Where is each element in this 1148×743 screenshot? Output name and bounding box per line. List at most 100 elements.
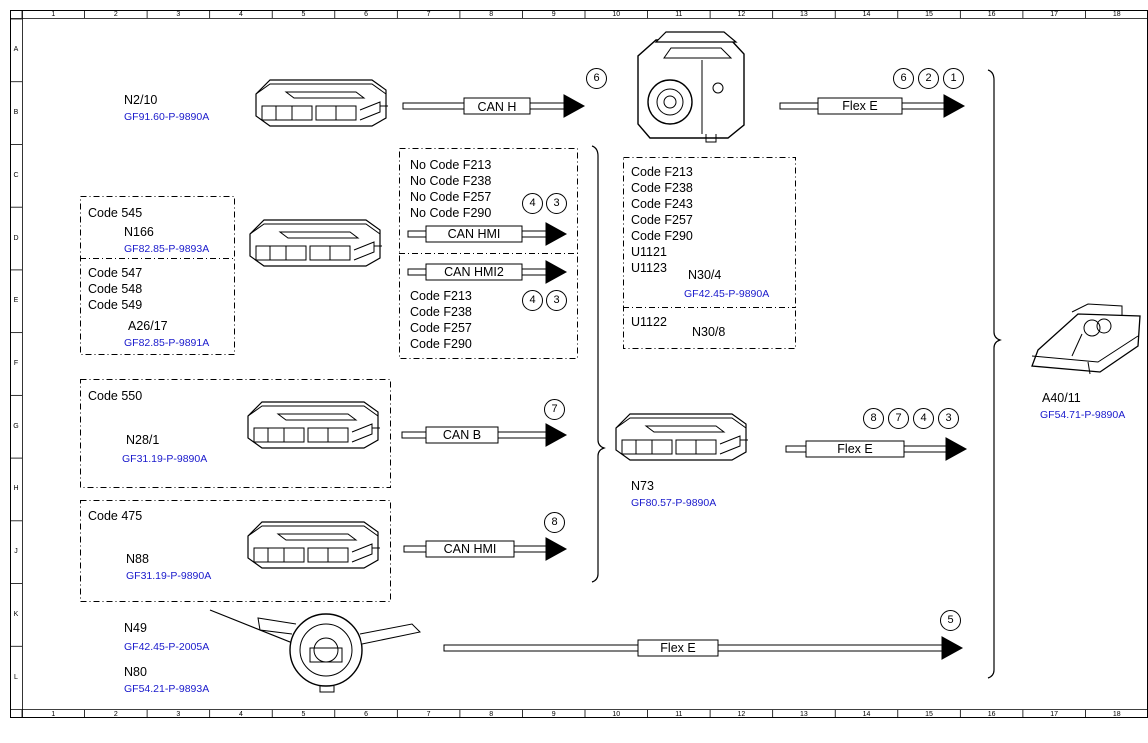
ruler-column-label: 17 xyxy=(1050,711,1059,718)
no-code-item: No Code F290 xyxy=(410,206,492,220)
n2-10-ref: GF91.60-P-9890A xyxy=(124,111,210,123)
ruler-column-label: 17 xyxy=(1050,11,1059,18)
code-item: Code F290 xyxy=(410,337,472,351)
ruler-column-label: 10 xyxy=(612,11,621,18)
circled-number: 7 xyxy=(544,399,565,420)
bus-arrow-can-h xyxy=(402,94,586,118)
bus-arrow-can-b xyxy=(401,423,568,447)
ruler-row-label: L xyxy=(14,673,18,681)
ruler-column-label: 11 xyxy=(675,11,683,18)
hydraulic-unit-drawing xyxy=(637,31,745,143)
no-code-item: No Code F238 xyxy=(410,174,492,188)
n28-1-code: Code 550 xyxy=(88,389,143,403)
ruler-column-label: 8 xyxy=(489,711,494,718)
ruler-column-label: 18 xyxy=(1112,711,1121,718)
ruler-column-label: 5 xyxy=(301,711,306,718)
ruler-column-label: 12 xyxy=(737,11,746,18)
n88-label: N88 xyxy=(126,552,149,566)
n30-4-code: Code F243 xyxy=(631,197,693,211)
ruler-column-label: 16 xyxy=(987,711,996,718)
ruler-column-label: 9 xyxy=(551,711,556,718)
ruler-column-label: 14 xyxy=(862,11,871,18)
circled-number: 5 xyxy=(940,610,961,631)
n49-label: N49 xyxy=(124,621,147,635)
circled-number: 6 xyxy=(893,68,914,89)
n30-4-label: N30/4 xyxy=(688,268,722,282)
ruler-column-label: 7 xyxy=(426,11,431,18)
a26-17-ref: GF82.85-P-9891A xyxy=(124,337,210,349)
ruler-column-label: 3 xyxy=(176,711,181,718)
ruler-column-label: 16 xyxy=(987,11,996,18)
n49-ref: GF42.45-P-2005A xyxy=(124,641,210,653)
n30-4-code: Code F213 xyxy=(631,165,693,179)
n88-ref: GF31.19-P-9890A xyxy=(126,570,212,582)
circled-number: 4 xyxy=(522,290,543,311)
ruler-column-label: 12 xyxy=(737,711,746,718)
n30-8-label: N30/8 xyxy=(692,325,726,339)
bus-label-can-h: CAN H xyxy=(477,100,517,114)
ruler-row-label: A xyxy=(13,46,19,54)
n2-10-ecu-drawing xyxy=(255,79,389,127)
bus-label-flex-e-mid: Flex E xyxy=(837,442,873,456)
ruler-column-label: 5 xyxy=(301,11,306,18)
n166-code: Code 545 xyxy=(88,206,143,220)
n88-code: Code 475 xyxy=(88,509,143,523)
ruler-column-label: 7 xyxy=(426,711,431,718)
n2-10-label: N2/10 xyxy=(124,93,158,107)
code-item: Code F238 xyxy=(410,305,472,319)
n166-label: N166 xyxy=(124,225,154,239)
ruler-column-label: 10 xyxy=(612,711,621,718)
bus-label-can-b: CAN B xyxy=(442,428,482,442)
ruler-column-label: 8 xyxy=(489,11,494,18)
no-code-item: No Code F213 xyxy=(410,158,492,172)
ruler-column-label: 15 xyxy=(925,711,933,718)
a40-11-label: A40/11 xyxy=(1042,391,1081,405)
n30-4-code: Code F290 xyxy=(631,229,693,243)
circled-number: 4 xyxy=(913,408,934,429)
bus-arrow-can-hmi xyxy=(407,222,568,246)
n80-label: N80 xyxy=(124,665,147,679)
code-list: Code F213 Code F238 Code F257 Code F290 xyxy=(410,288,472,352)
bus-label-flex-e-top: Flex E xyxy=(842,99,878,113)
ruler-row-label: G xyxy=(13,422,19,430)
bus-arrow-flex-e-top xyxy=(779,94,966,118)
a26-17-code-list: Code 547 Code 548 Code 549 xyxy=(88,265,142,313)
ruler-column-label: 9 xyxy=(551,11,556,18)
a40-11-drawing xyxy=(1031,303,1141,375)
n30-4-code: Code F238 xyxy=(631,181,693,195)
a26-17-code: Code 548 xyxy=(88,282,143,296)
bus-arrow-can-hmi2 xyxy=(407,260,568,284)
circled-number: 1 xyxy=(943,68,964,89)
n166-ref: GF82.85-P-9893A xyxy=(124,243,210,255)
ruler-column-label: 1 xyxy=(51,11,56,18)
ruler-column-label: 4 xyxy=(238,711,243,718)
n30-4-code-list: Code F213 Code F238 Code F243 Code F257 … xyxy=(631,164,693,276)
n80-ref: GF54.21-P-9893A xyxy=(124,683,210,695)
a26-17-label: A26/17 xyxy=(128,319,168,333)
ruler-column-label: 2 xyxy=(113,11,118,18)
ruler-column-label: 18 xyxy=(1112,11,1121,18)
n28-1-ref: GF31.19-P-9890A xyxy=(122,453,208,465)
bus-label-flex-e-bottom: Flex E xyxy=(660,641,696,655)
ruler-column-label: 1 xyxy=(51,711,56,718)
n30-4-ref: GF42.45-P-9890A xyxy=(684,288,770,300)
ruler-column-label: 13 xyxy=(800,11,808,18)
a26-17-code: Code 547 xyxy=(88,266,143,280)
circled-number: 7 xyxy=(888,408,909,429)
ruler-column-label: 11 xyxy=(675,711,683,718)
bus-label-can-hmi2: CAN HMI2 xyxy=(444,265,504,279)
n30-4-code: U1123 xyxy=(631,261,667,275)
bus-arrow-can-hmi-2 xyxy=(403,537,568,561)
n30-8-code: U1122 xyxy=(631,315,667,329)
code-item: Code F213 xyxy=(410,289,472,303)
steering-column-module-drawing xyxy=(209,609,422,693)
no-code-item: No Code F257 xyxy=(410,190,492,204)
n30-4-code: Code F257 xyxy=(631,213,693,227)
bus-label-can-hmi: CAN HMI xyxy=(447,227,501,241)
bus-arrow-flex-e-bottom xyxy=(443,636,964,660)
no-code-list: No Code F213 No Code F238 No Code F257 N… xyxy=(410,157,491,221)
n28-1-label: N28/1 xyxy=(126,433,160,447)
circled-number: 8 xyxy=(544,512,565,533)
ruler-column-label: 6 xyxy=(364,711,368,718)
